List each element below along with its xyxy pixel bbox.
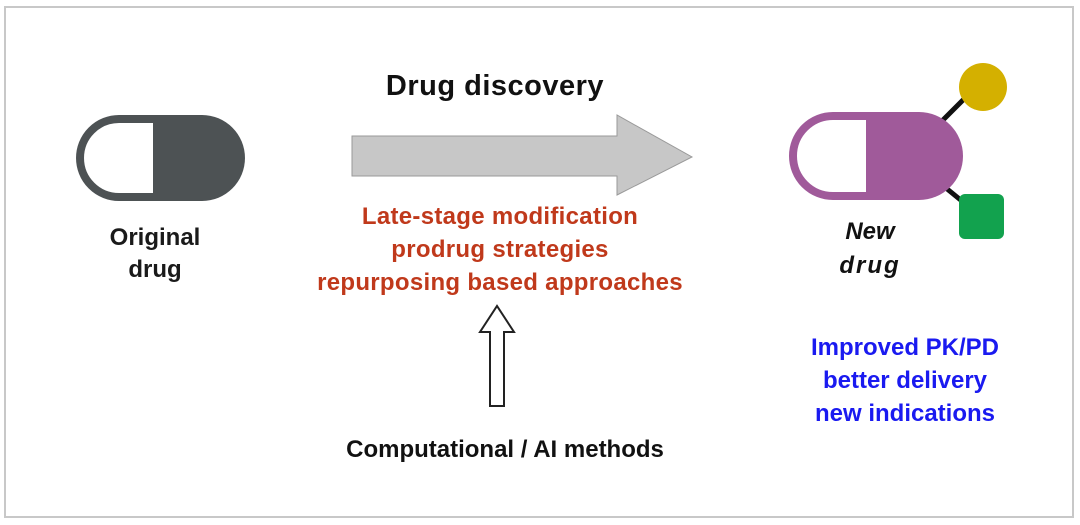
strategy-late-stage-modification: Late-stage modification [361, 203, 639, 230]
new-drug-label-line-2: drug [839, 252, 901, 279]
diagram-frame [4, 6, 1074, 518]
original-capsule-left-half [76, 115, 161, 201]
computational-methods-label: Computational / AI methods [346, 436, 664, 463]
drug-discovery-arrow [351, 114, 694, 196]
benefit-new-indications: new indications [814, 400, 996, 427]
original-drug-label-line-1: Original [109, 224, 201, 251]
computational-input-arrow [478, 304, 516, 407]
new-capsule-left-half [789, 112, 874, 200]
original-capsule-right-half [157, 115, 245, 201]
circle-substituent [959, 63, 1007, 111]
strategy-repurposing: repurposing based approaches [317, 269, 683, 296]
original-drug-capsule [76, 115, 245, 201]
benefit-improved-pkpd: Improved PK/PD [810, 334, 1000, 361]
square-substituent [959, 194, 1004, 239]
benefit-better-delivery: better delivery [822, 367, 988, 394]
diagram-title: Drug discovery [385, 70, 605, 102]
new-capsule-right-half [870, 112, 963, 200]
strategy-prodrug: prodrug strategies [391, 236, 609, 263]
original-drug-label-line-2: drug [128, 256, 182, 283]
new-drug-molecule [789, 63, 1007, 239]
new-drug-label-line-1: New [845, 218, 895, 245]
